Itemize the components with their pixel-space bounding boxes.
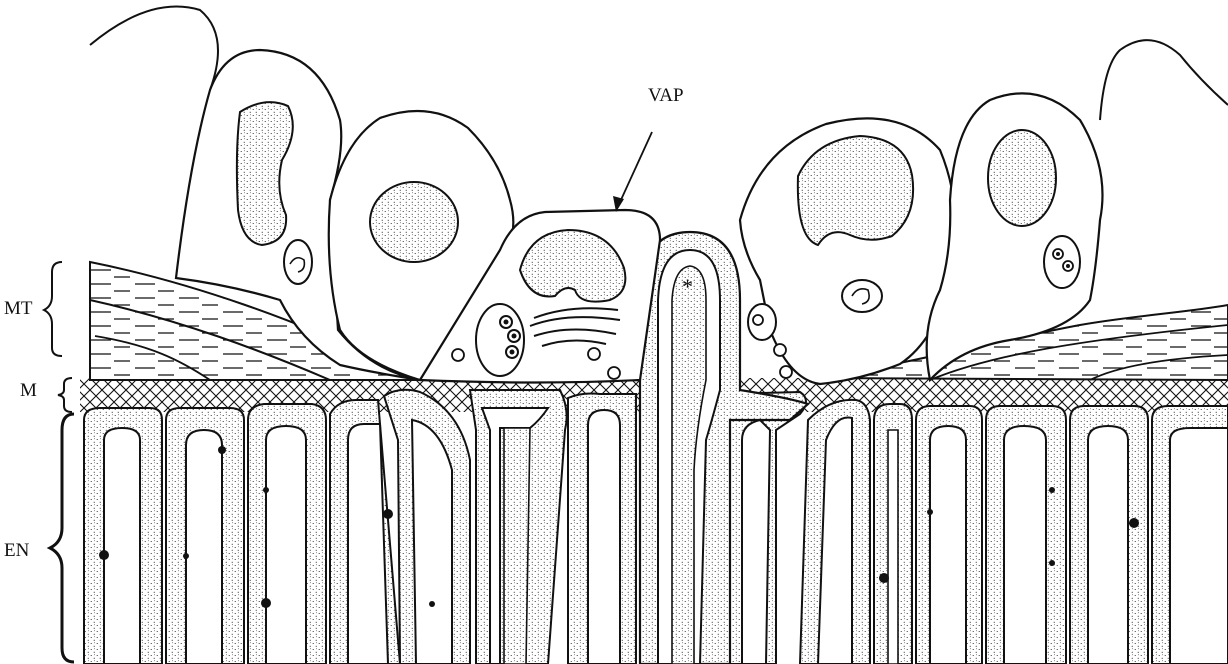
endoderm-column	[800, 400, 870, 664]
endoderm-column	[568, 394, 636, 664]
endoderm-column	[330, 400, 400, 664]
vap-granule	[588, 348, 600, 360]
mitochondrion-center-right	[842, 280, 882, 312]
outer-cell-far-left	[90, 7, 218, 90]
vap-granule	[608, 367, 620, 379]
endoderm-column	[166, 408, 244, 664]
m-brace	[58, 378, 72, 412]
endoderm-column	[84, 408, 162, 664]
endoderm-column	[1152, 406, 1228, 664]
vap-pointer-arrow	[613, 132, 652, 212]
endoderm-column	[470, 390, 567, 664]
vap-granule	[452, 349, 464, 361]
endoderm-column	[720, 392, 806, 664]
nucleus-center-left	[370, 182, 458, 262]
endoderm-column	[986, 406, 1066, 664]
mitochondrion-left	[284, 240, 312, 284]
label-asterisk: *	[682, 274, 693, 299]
nucleus-right	[988, 130, 1056, 226]
en-brace	[50, 414, 74, 662]
label-mt: MT	[4, 298, 33, 319]
outer-cell-far-right	[1100, 40, 1228, 120]
vesicle-right	[1044, 236, 1080, 288]
mt-brace	[44, 262, 62, 356]
label-en: EN	[4, 540, 30, 561]
nucleus-center-right	[798, 136, 913, 245]
vap-vesicle	[476, 304, 524, 376]
endoderm-column	[874, 404, 912, 664]
label-m: M	[20, 380, 37, 401]
endoderm-column	[248, 404, 326, 664]
endoderm-column	[916, 406, 982, 664]
label-vap: VAP	[648, 85, 684, 106]
